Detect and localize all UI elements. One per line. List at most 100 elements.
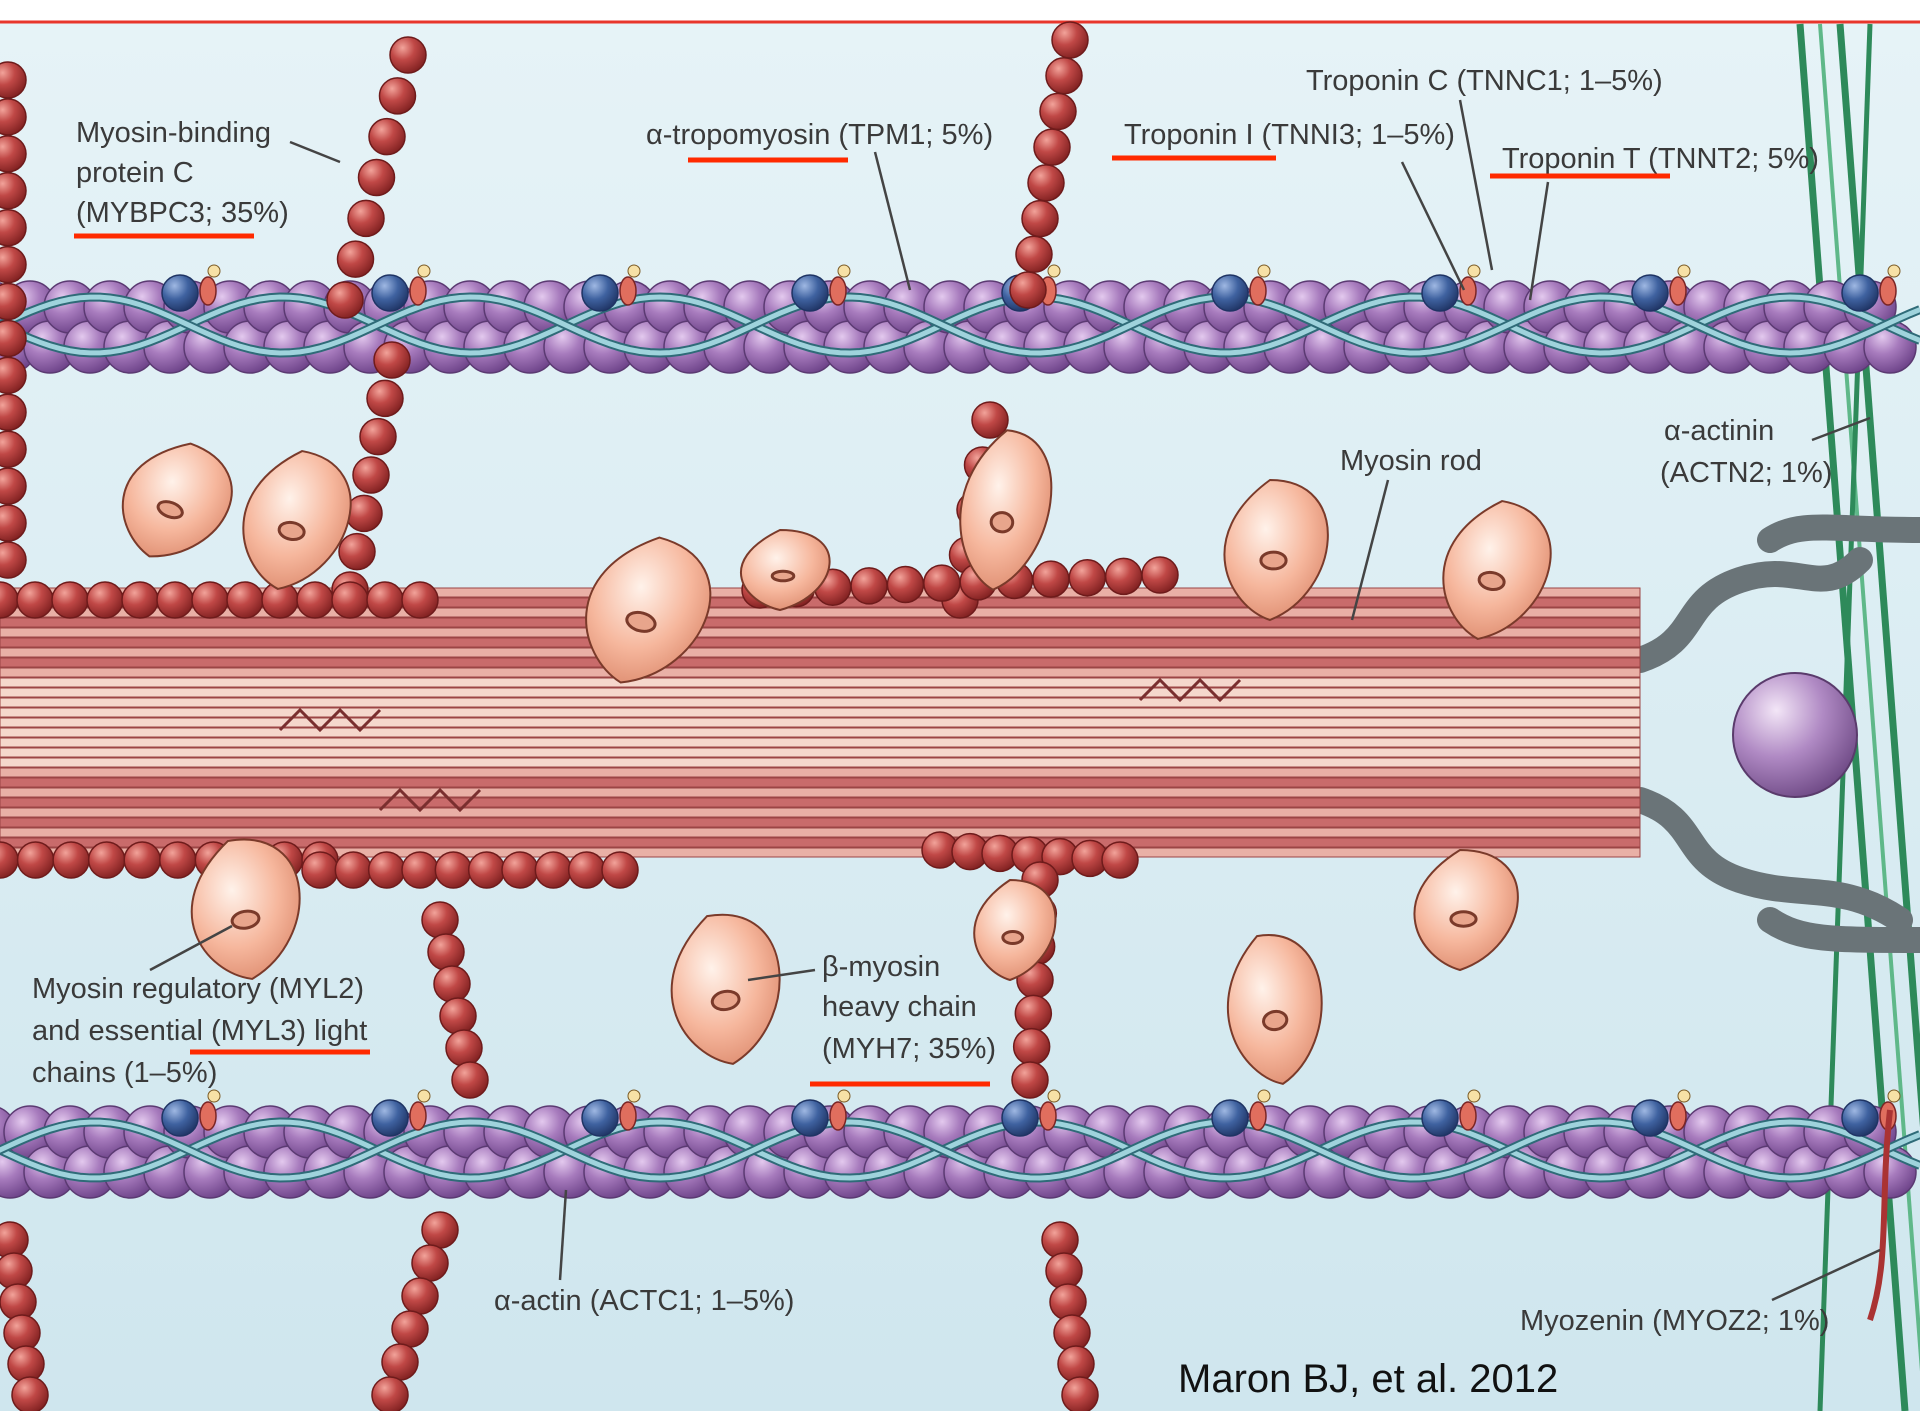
- troponin-c-sphere: [1002, 1100, 1038, 1136]
- troponin-c-sphere: [372, 1100, 408, 1136]
- troponin-i-subunit: [1460, 277, 1476, 305]
- mybpc-bead: [972, 402, 1008, 438]
- mybpc-label-line3: (MYBPC3; 35%): [76, 197, 289, 229]
- mybpc-bead: [367, 380, 403, 416]
- mybpc-label-line1: Myosin-binding: [76, 117, 271, 149]
- mybpc-bead: [369, 852, 405, 888]
- mybpc-bead: [1014, 1029, 1050, 1065]
- mybpc-bead: [4, 1315, 40, 1351]
- mybpc-bead: [89, 842, 125, 878]
- mybpc-bead: [422, 1212, 458, 1248]
- mybpc-bead: [297, 582, 333, 618]
- troponin-c-sphere: [582, 275, 618, 311]
- mybpc-bead: [17, 582, 53, 618]
- mybpc-bead: [374, 342, 410, 378]
- mybpc-bead: [402, 852, 438, 888]
- thick-filament-strand: [0, 688, 1640, 697]
- tropomyosin-label: α-tropomyosin (TPM1; 5%): [646, 119, 993, 151]
- mybpc-bead: [1102, 842, 1138, 878]
- thick-filament-strand: [0, 738, 1640, 747]
- troponin-i-subunit: [830, 1102, 846, 1130]
- troponin-t-knob: [418, 1090, 430, 1102]
- light-chains-label-line1: Myosin regulatory (MYL2): [32, 973, 364, 1005]
- mybpc-bead: [335, 852, 371, 888]
- troponin-c-sphere: [582, 1100, 618, 1136]
- troponin-i-subunit: [1460, 1102, 1476, 1130]
- mybpc-bead: [535, 852, 571, 888]
- mybpc-bead: [367, 582, 403, 618]
- mybpc-bead: [1028, 165, 1064, 201]
- troponin-t-knob: [838, 1090, 850, 1102]
- light-chains-label-line3: chains (1–5%): [32, 1057, 217, 1089]
- mybpc-bead: [339, 534, 375, 570]
- troponin-i-subunit: [1670, 1102, 1686, 1130]
- mybpc-bead: [469, 852, 505, 888]
- mybpc-bead: [1010, 272, 1046, 308]
- myosin-head-pocket: [772, 571, 794, 581]
- actinin-label-line1: α-actinin: [1664, 415, 1774, 447]
- mybpc-bead: [87, 582, 123, 618]
- thick-filament-strand: [0, 678, 1640, 687]
- mybpc-bead: [327, 282, 363, 318]
- mybpc-bead: [1062, 1377, 1098, 1411]
- mybpc-bead: [360, 419, 396, 455]
- mybpc-bead: [434, 966, 470, 1002]
- mybpc-bead: [302, 852, 338, 888]
- mybpc-bead: [1069, 560, 1105, 596]
- thick-filament-strand: [0, 808, 1640, 817]
- myh7-label-line1: β-myosin: [822, 951, 940, 983]
- troponin-c-sphere: [162, 1100, 198, 1136]
- mybpc-label-line2: protein C: [76, 157, 194, 189]
- thick-filament-strand: [0, 718, 1640, 727]
- mybpc-bead: [1034, 129, 1070, 165]
- mybpc-bead: [428, 934, 464, 970]
- mybpc-bead: [569, 852, 605, 888]
- troponin-c-sphere: [1422, 275, 1458, 311]
- troponin-t-knob: [1048, 265, 1060, 277]
- mybpc-bead: [1022, 201, 1058, 237]
- troponin-i-subunit: [1250, 277, 1266, 305]
- troponin-t-knob: [1468, 1090, 1480, 1102]
- mybpc-bead: [1142, 557, 1178, 593]
- troponin-t-label: Troponin T (TNNT2; 5%): [1502, 143, 1819, 175]
- mybpc-bead: [338, 241, 374, 277]
- mybpc-bead: [12, 1377, 48, 1411]
- citation: Maron BJ, et al. 2012: [1178, 1357, 1558, 1401]
- thick-filament-strand: [0, 778, 1640, 787]
- mybpc-bead: [887, 567, 923, 603]
- troponin-i-subunit: [410, 1102, 426, 1130]
- thick-filament-strand: [0, 748, 1640, 757]
- mybpc-bead: [924, 565, 960, 601]
- mybpc-bead: [446, 1030, 482, 1066]
- troponin-t-knob: [838, 265, 850, 277]
- mybpc-bead: [380, 78, 416, 114]
- troponin-i-subunit: [620, 277, 636, 305]
- troponin-t-knob: [418, 265, 430, 277]
- thick-filament-strand: [0, 698, 1640, 707]
- mybpc-bead: [382, 1344, 418, 1380]
- myosin-head-pocket: [1003, 932, 1023, 944]
- mybpc-bead: [435, 852, 471, 888]
- mybpc-bead: [53, 842, 89, 878]
- myosin-head-pocket: [990, 512, 1013, 533]
- mybpc-bead: [157, 582, 193, 618]
- troponin-t-knob: [628, 265, 640, 277]
- mybpc-bead: [332, 582, 368, 618]
- mybpc-bead: [372, 1377, 408, 1411]
- mybpc-bead: [359, 160, 395, 196]
- mybpc-bead: [348, 200, 384, 236]
- myosin-head-pocket: [1451, 912, 1476, 926]
- thick-filament-strand: [0, 618, 1640, 627]
- mybpc-bead: [1046, 1253, 1082, 1289]
- thick-filament-strand: [0, 658, 1640, 667]
- troponin-i-subunit: [200, 277, 216, 305]
- thick-filament-strand: [0, 768, 1640, 777]
- mybpc-bead: [353, 457, 389, 493]
- troponin-i-subunit: [1040, 1102, 1056, 1130]
- myozenin-label: Myozenin (MYOZ2; 1%): [1520, 1305, 1829, 1337]
- mybpc-bead: [18, 842, 54, 878]
- mybpc-bead: [1012, 1062, 1048, 1098]
- mybpc-bead: [502, 852, 538, 888]
- troponin-t-knob: [208, 265, 220, 277]
